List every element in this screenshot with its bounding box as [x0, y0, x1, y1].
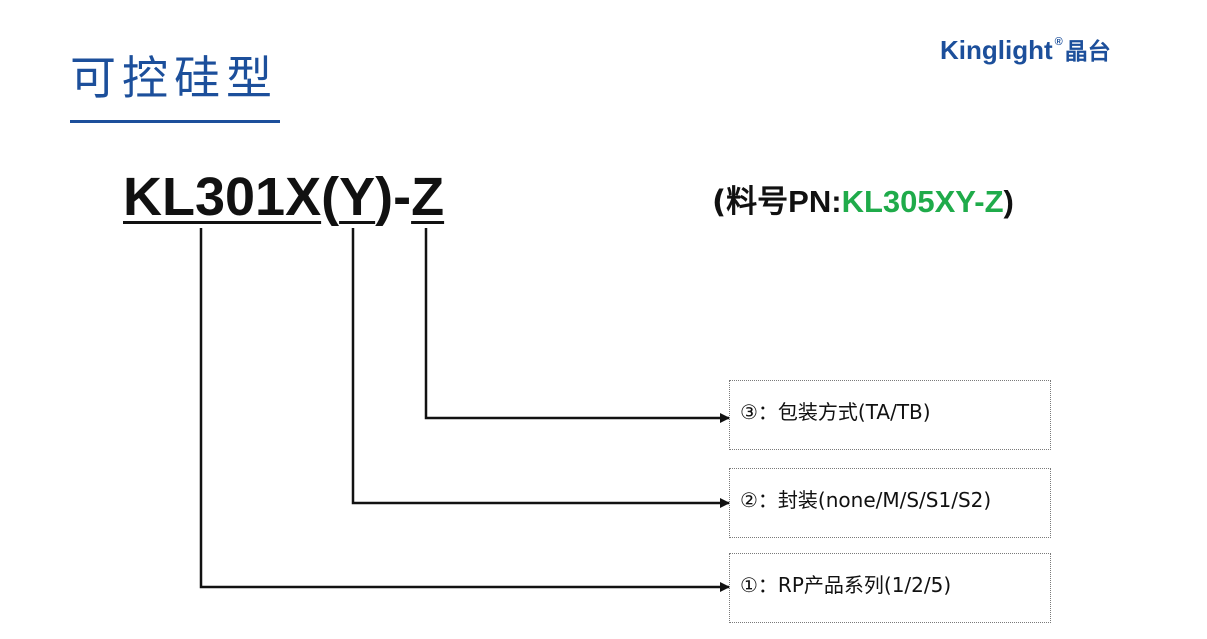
page-title: 可控硅型	[70, 51, 278, 105]
brand-logo: Kinglight®晶台	[940, 26, 1111, 68]
legend-text-package: ②：封装(none/M/S/S1/S2)	[740, 488, 992, 512]
code-segment-series: KL301X	[123, 167, 322, 227]
brand-name: Kinglight	[940, 35, 1053, 65]
code-paren-close: )	[375, 167, 394, 227]
legend-text-series: ①：RP产品系列(1/2/5)	[740, 573, 952, 597]
legend-text-packing: ③：包装方式(TA/TB)	[740, 400, 931, 424]
brand-cn: 晶台	[1064, 39, 1111, 65]
pn-prefix: (料号	[712, 184, 789, 220]
code-dash: -	[393, 167, 412, 227]
registered-mark: ®	[1054, 36, 1063, 48]
legend-box-package: ②：封装(none/M/S/S1/S2)	[729, 468, 1051, 538]
code-segment-packing: Z	[411, 167, 445, 227]
code-segment-package: Y	[339, 167, 376, 227]
connector-package	[351, 228, 730, 508]
legend-box-packing: ③：包装方式(TA/TB)	[729, 380, 1051, 450]
part-code: KL301X(Y)-Z	[123, 164, 444, 230]
pn-note: (料号PN:KL305XY-Z)	[712, 180, 1014, 224]
pn-value: KL305XY-Z	[841, 184, 1004, 219]
connector-series	[199, 228, 730, 592]
pn-label: PN:	[788, 184, 842, 219]
pn-suffix: )	[1003, 184, 1014, 219]
connector-packing	[424, 228, 730, 423]
legend-box-series: ①：RP产品系列(1/2/5)	[729, 553, 1051, 623]
code-paren-open: (	[321, 167, 340, 227]
title-underline	[70, 120, 280, 123]
